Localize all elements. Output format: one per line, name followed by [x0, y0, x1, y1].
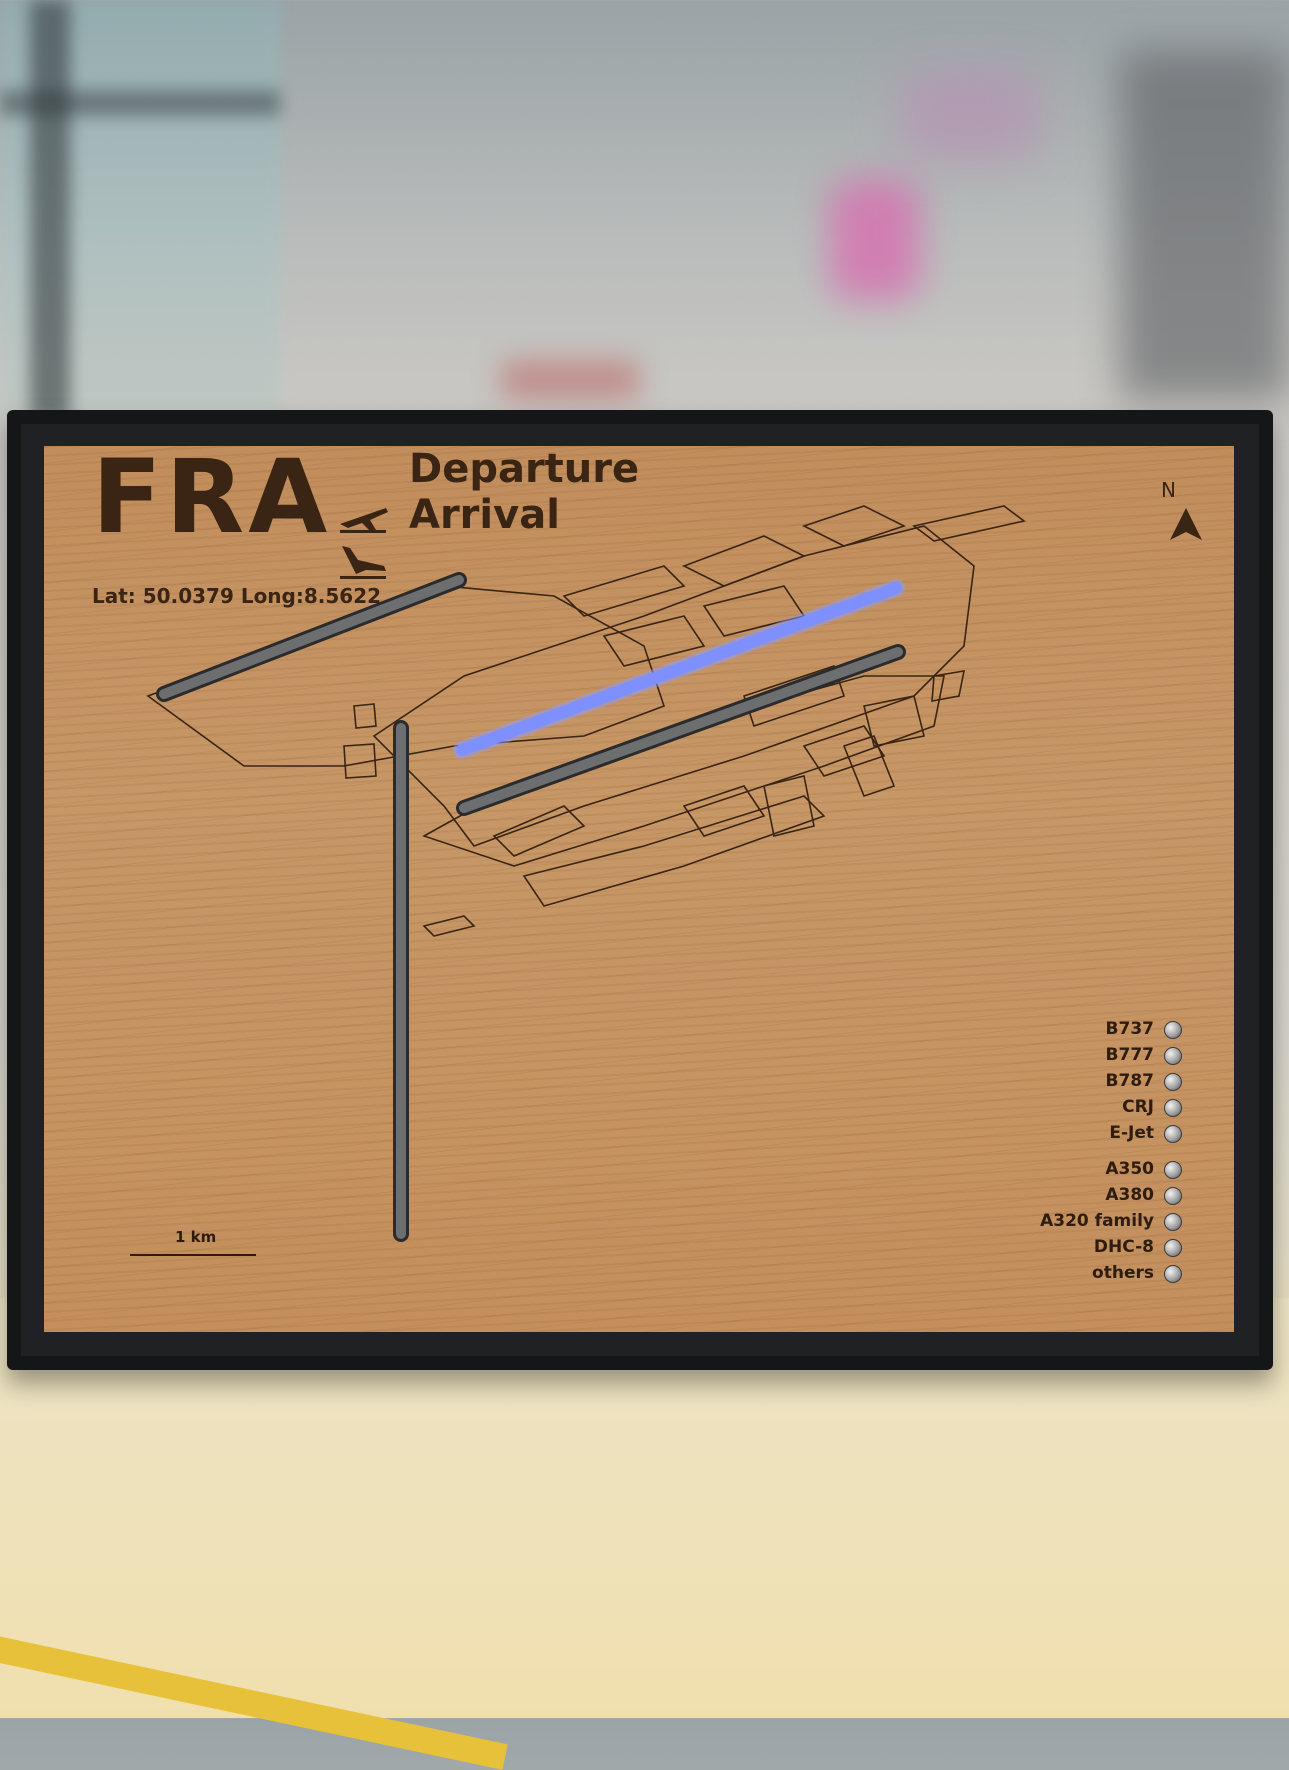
- departure-label: Departure: [409, 446, 640, 492]
- airport-map: [146, 505, 1026, 1242]
- background-blur: [900, 70, 1040, 160]
- legend-item: DHC-8: [966, 1234, 1186, 1260]
- legend-label: A320 family: [1040, 1211, 1154, 1231]
- coordinates-text: Lat: 50.0379 Long:8.5622: [92, 584, 382, 608]
- scale-label: 1 km: [175, 1228, 217, 1246]
- legend-item: A320 family: [966, 1208, 1186, 1234]
- legend-label: A380: [1105, 1185, 1154, 1205]
- legend-label: B737: [1105, 1019, 1154, 1039]
- background-blur: [1120, 50, 1289, 400]
- legend-label: others: [1092, 1263, 1154, 1283]
- background-blur: [830, 180, 920, 300]
- legend-label: CRJ: [1122, 1097, 1154, 1117]
- aircraft-legend: B737 B777 B787 CRJ E-Jet A350 A380 A320 …: [966, 1016, 1186, 1286]
- indicator-led-icon: [1164, 1239, 1182, 1257]
- legend-item: E-Jet: [966, 1120, 1186, 1146]
- legend-label: DHC-8: [1093, 1237, 1154, 1257]
- indicator-led-icon: [1164, 1021, 1182, 1039]
- legend-item: others: [966, 1260, 1186, 1286]
- legend-item: CRJ: [966, 1094, 1186, 1120]
- legend-label: E-Jet: [1109, 1123, 1154, 1143]
- north-arrow-icon: [1170, 508, 1202, 540]
- legend-label: B787: [1105, 1071, 1154, 1091]
- indicator-led-icon: [1164, 1047, 1182, 1065]
- arrival-plane-icon: [340, 546, 386, 579]
- legend-spacer: [966, 1146, 1186, 1156]
- background-window-frame: [0, 90, 280, 116]
- indicator-led-icon: [1164, 1099, 1182, 1117]
- indicator-led-icon: [1164, 1213, 1182, 1231]
- legend-item: A380: [966, 1182, 1186, 1208]
- wood-board: FRA Departure Arrival Lat: 50.0379 Long:…: [44, 446, 1234, 1332]
- legend-item: B787: [966, 1068, 1186, 1094]
- terminal-outlines: [146, 505, 1026, 937]
- indicator-led-icon: [1164, 1265, 1182, 1283]
- legend-item: B777: [966, 1042, 1186, 1068]
- airport-code: FRA: [92, 446, 332, 557]
- indicator-led-icon: [1164, 1125, 1182, 1143]
- background-blur: [500, 360, 640, 400]
- indicator-led-icon: [1164, 1161, 1182, 1179]
- scale-line: [130, 1254, 256, 1256]
- background-window-frame: [30, 0, 70, 420]
- arrival-label: Arrival: [409, 492, 560, 538]
- legend-item: A350: [966, 1156, 1186, 1182]
- north-label: N: [1161, 478, 1176, 502]
- runways: [156, 572, 906, 1242]
- legend-item: B737: [966, 1016, 1186, 1042]
- indicator-led-icon: [1164, 1073, 1182, 1091]
- departure-plane-icon: [340, 508, 388, 533]
- legend-label: B777: [1105, 1045, 1154, 1065]
- legend-label: A350: [1105, 1159, 1154, 1179]
- indicator-led-icon: [1164, 1187, 1182, 1205]
